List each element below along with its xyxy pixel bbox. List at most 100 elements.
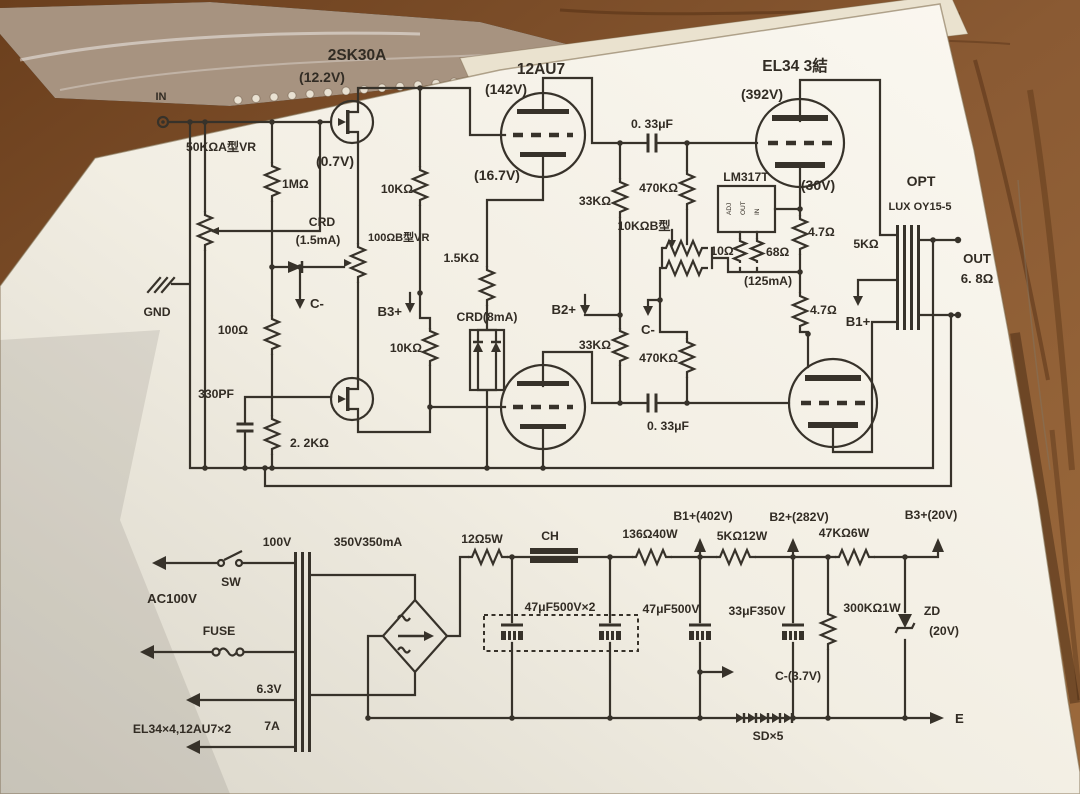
label-psu-r4: 47KΩ6W [819, 526, 870, 540]
label-heater-v: 6.3V [256, 682, 282, 696]
label-v1-cathode-v: (16.7V) [474, 167, 520, 183]
label-psu-r1: 12Ω5W [461, 532, 503, 546]
output-transformer [896, 225, 962, 330]
label-v1-load2: 33KΩ [579, 338, 611, 352]
input-terminal [156, 115, 170, 129]
label-psu-c-minus: C-(3.7V) [775, 669, 821, 683]
lm317-regulator: ADJ OUT IN [716, 184, 777, 234]
label-fet-drain-v: (12.2V) [299, 69, 345, 85]
label-ac: AC100V [147, 591, 197, 606]
choke [530, 548, 578, 563]
label-gnd: GND [143, 305, 170, 319]
label-fet-model: 2SK30A [328, 47, 387, 64]
sd-diode-string [736, 713, 794, 723]
junction-dots [187, 85, 954, 721]
label-fb-r: 100Ω [218, 323, 248, 337]
label-psu-c4: 33μF350V [729, 604, 787, 618]
label-zd-v: (20V) [929, 624, 959, 638]
coupling-cap-bottom [646, 393, 658, 413]
label-psu-r2: 136Ω40W [622, 527, 678, 541]
label-fet-gate-v: (0.7V) [316, 153, 354, 169]
label-c-pair: 47μF500V×2 [525, 600, 596, 614]
cap-330pf [236, 422, 254, 433]
bridge-rectifier [381, 598, 449, 674]
lm317-pin-out: OUT [740, 201, 747, 215]
paper-sheet [0, 3, 1080, 794]
label-c-minus-1: C- [310, 296, 324, 311]
label-sw: SW [221, 575, 241, 589]
label-fet-load: 10KΩ [381, 182, 413, 196]
label-el34: EL34 3結 [762, 56, 828, 75]
label-choke: CH [541, 529, 559, 543]
label-psu-b1: B1+(402V) [673, 509, 732, 523]
label-opt-model: LUX OY15-5 [889, 201, 952, 213]
label-cap2: 0. 33μF [647, 419, 689, 433]
label-b1: B1+ [846, 314, 871, 329]
label-cap1: 0. 33μF [631, 117, 673, 131]
label-crd1: CRD [309, 215, 336, 229]
schematic-diagram: ADJ OUT IN [133, 47, 994, 754]
label-grid-r2: 470KΩ [639, 181, 678, 195]
label-zd: ZD [924, 604, 940, 618]
label-e: E [955, 711, 964, 726]
labels: IN GND 50KΩA型VR 1MΩ 2SK30A (12.2V) (0.7V… [133, 47, 994, 743]
filter-capacitors [483, 614, 804, 652]
label-b3-r: 10KΩ [390, 341, 422, 355]
label-grid-r: 1MΩ [282, 177, 309, 191]
ground-symbol [146, 276, 176, 294]
fuse-symbol [211, 647, 245, 657]
label-v1: 12AU7 [517, 61, 565, 78]
label-fb-r2: 2. 2KΩ [290, 436, 329, 450]
label-b2: B2+ [551, 302, 576, 317]
power-transformer [294, 552, 311, 752]
rail-arrows [140, 296, 944, 754]
pot-wiper-arrow-1 [210, 227, 219, 235]
label-r47-2: 4.7Ω [810, 303, 837, 317]
label-reg: LM317T [723, 170, 769, 184]
label-out: OUT [963, 251, 991, 266]
coupling-cap-top [646, 133, 658, 153]
power-switch [216, 550, 244, 568]
label-v1-load: 33KΩ [579, 194, 611, 208]
tube-el34-2 [787, 357, 879, 449]
label-r47-1: 4.7Ω [808, 225, 835, 239]
label-psu-b2: B2+(282V) [769, 510, 828, 524]
plastic-sleeve [0, 2, 590, 106]
tube-el34-1 [754, 97, 846, 189]
pot-wiper-arrow-2 [668, 240, 676, 248]
label-hv-winding: 350V350mA [334, 535, 403, 549]
label-el34-cathode-v: (30V) [801, 177, 835, 193]
tube-12au7-1 [499, 91, 587, 179]
tube-12au7-2 [499, 363, 587, 451]
label-c-minus-2: C- [641, 322, 655, 337]
fet-2sk30a-2 [329, 375, 375, 423]
label-crd1-i: (1.5mA) [296, 233, 341, 247]
label-heater-load: EL34×4,12AU7×2 [133, 722, 231, 736]
label-opt-primary: 5KΩ [853, 237, 879, 251]
label-psu-b3: B3+(20V) [905, 508, 958, 522]
label-crd2: CRD(8mA) [457, 310, 518, 324]
label-psu-r3: 5KΩ12W [717, 529, 768, 543]
label-in: IN [156, 91, 167, 103]
label-reg-r: 68Ω [766, 245, 790, 259]
label-psu-c3: 47μF500V [643, 602, 701, 616]
label-grid-r3: 470KΩ [639, 351, 678, 365]
label-bias-r: 10Ω [710, 244, 734, 258]
crd-8ma-box [468, 328, 506, 392]
crd-diode-1 [288, 259, 352, 273]
label-input-vr: 50KΩA型VR [186, 139, 256, 154]
label-source-vr: 100ΩB型VR [368, 230, 429, 244]
label-v1-cathode-r: 1.5KΩ [443, 251, 479, 265]
label-reg-i: (125mA) [744, 274, 792, 288]
label-fb-c: 330PF [198, 387, 234, 401]
label-bias-vr: 10KΩB型 [617, 218, 670, 233]
fet-2sk30a-1 [329, 99, 375, 145]
label-sd: SD×5 [753, 729, 784, 743]
label-primary-v: 100V [263, 535, 292, 549]
label-out-z: 6. 8Ω [961, 271, 994, 286]
label-bleeder: 300KΩ1W [843, 601, 901, 615]
label-v1-plate-v: (142V) [485, 81, 527, 97]
resistors [195, 162, 875, 650]
